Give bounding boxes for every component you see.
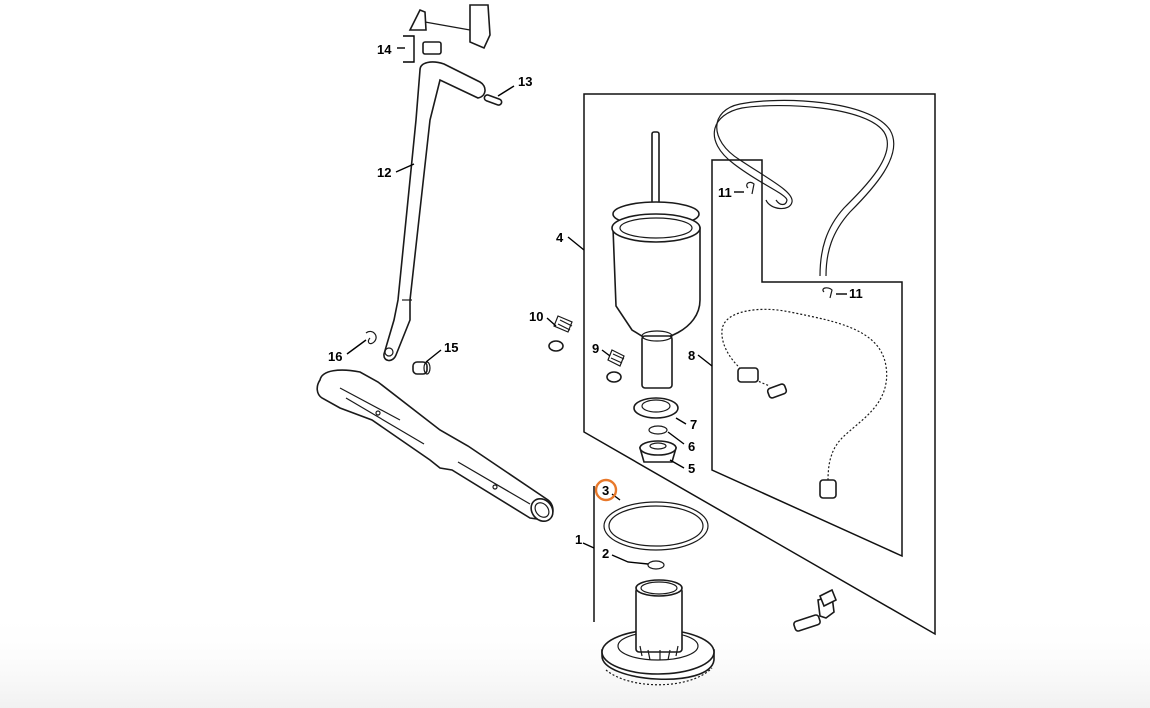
part-15-bushing[interactable] xyxy=(412,361,431,375)
bottom-fade xyxy=(0,610,1150,708)
callout-12[interactable]: 12 xyxy=(377,165,391,180)
lance-tube[interactable] xyxy=(316,369,557,526)
part-13-pin[interactable] xyxy=(483,94,503,106)
callout-14[interactable]: 14 xyxy=(377,42,392,57)
part-9-clip[interactable] xyxy=(606,349,625,383)
leader-lines xyxy=(346,85,847,565)
callout-10[interactable]: 10 xyxy=(529,309,543,324)
part-7-ring[interactable] xyxy=(633,397,679,419)
callout-9[interactable]: 9 xyxy=(592,341,599,356)
callout-16[interactable]: 16 xyxy=(328,349,342,364)
part-11-clamp-a[interactable] xyxy=(746,181,755,195)
callout-6[interactable]: 6 xyxy=(688,439,695,454)
callout-15[interactable]: 15 xyxy=(444,340,458,355)
elbow-fitting[interactable] xyxy=(793,588,838,632)
part-8-hose[interactable] xyxy=(720,307,889,499)
callout-2[interactable]: 2 xyxy=(602,546,609,561)
callout-7[interactable]: 7 xyxy=(690,417,697,432)
callout-11-lower[interactable]: 11 xyxy=(849,286,863,301)
callout-5[interactable]: 5 xyxy=(688,461,695,476)
part-4-pump-cylinder[interactable] xyxy=(611,131,701,389)
callout-8[interactable]: 8 xyxy=(688,348,695,363)
part-16-clip[interactable] xyxy=(365,330,377,345)
part-6-oring[interactable] xyxy=(648,425,668,435)
hose-subframe xyxy=(711,159,903,558)
part-3-large-oring[interactable] xyxy=(603,501,709,551)
part-11-clamp-b[interactable] xyxy=(822,287,833,299)
callout-13[interactable]: 13 xyxy=(518,74,532,89)
part-14-bracket[interactable] xyxy=(397,4,491,63)
part-10-clip[interactable] xyxy=(548,315,573,352)
assembly-frame xyxy=(583,93,936,636)
callout-4[interactable]: 4 xyxy=(556,230,564,245)
part-5-valve[interactable] xyxy=(638,440,678,463)
callout-1[interactable]: 1 xyxy=(575,532,582,547)
callout-3-highlight-ring xyxy=(594,478,618,502)
callout-3[interactable]: 3 xyxy=(602,483,609,498)
part-12-handle-rod[interactable] xyxy=(383,61,486,362)
part-1-base[interactable] xyxy=(601,579,715,686)
suction-tube[interactable] xyxy=(713,99,895,277)
part-2-small-oring[interactable] xyxy=(647,560,665,570)
callout-11-upper[interactable]: 11 xyxy=(718,185,732,200)
